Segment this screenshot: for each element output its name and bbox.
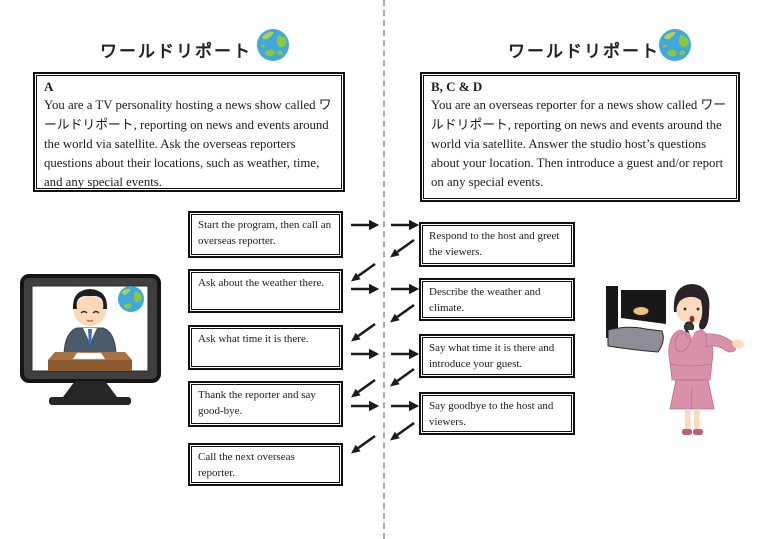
center-divider-line: [383, 0, 385, 539]
reporter-step-3: Say what time it is there and introduce …: [419, 334, 575, 378]
arrow-down-left-icon: [349, 433, 377, 455]
host-step-1: Start the program, then call an overseas…: [188, 211, 343, 258]
host-step-2: Ask about the weather there.: [188, 269, 343, 313]
arrow-right-icon: [350, 218, 380, 232]
arrow-down-left-icon: [388, 237, 416, 259]
camera-reporter-illustration: [588, 268, 758, 453]
reporter-step-4: Say goodbye to the host and viewers.: [419, 392, 575, 435]
arrow-right-icon: [390, 218, 420, 232]
arrow-down-left-icon: [349, 261, 377, 283]
host-step-3: Ask what time it is there.: [188, 325, 343, 370]
host-step-4: Thank the reporter and say good-bye.: [188, 381, 343, 427]
arrow-down-left-icon: [388, 366, 416, 388]
role-bcd-box: B, C & D You are an overseas reporter fo…: [420, 72, 740, 202]
arrow-right-icon: [350, 347, 380, 361]
globe-icon: [657, 27, 693, 68]
reporter-step-2: Describe the weather and climate.: [419, 278, 575, 321]
show-title-right: ワールドリポート: [508, 42, 660, 61]
globe-icon: [255, 27, 291, 68]
role-a-box: A You are a TV personality hosting a new…: [33, 72, 345, 192]
role-a-heading: A: [44, 79, 54, 94]
show-title-left: ワールドリポート: [100, 42, 252, 61]
tv-news-anchor-illustration: [15, 264, 165, 416]
host-step-5: Call the next overseas reporter.: [188, 443, 343, 486]
role-bcd-body: You are an overseas reporter for a news …: [431, 98, 727, 190]
arrow-down-left-icon: [388, 420, 416, 442]
arrow-right-icon: [390, 399, 420, 413]
arrow-right-icon: [390, 282, 420, 296]
arrow-right-icon: [350, 282, 380, 296]
role-a-body: You are a TV personality hosting a news …: [44, 98, 332, 190]
arrow-down-left-icon: [349, 377, 377, 399]
arrow-down-left-icon: [388, 302, 416, 324]
arrow-right-icon: [390, 347, 420, 361]
arrow-down-left-icon: [349, 321, 377, 343]
arrow-right-icon: [350, 399, 380, 413]
role-bcd-heading: B, C & D: [431, 79, 483, 94]
reporter-step-1: Respond to the host and greet the viewer…: [419, 222, 575, 267]
